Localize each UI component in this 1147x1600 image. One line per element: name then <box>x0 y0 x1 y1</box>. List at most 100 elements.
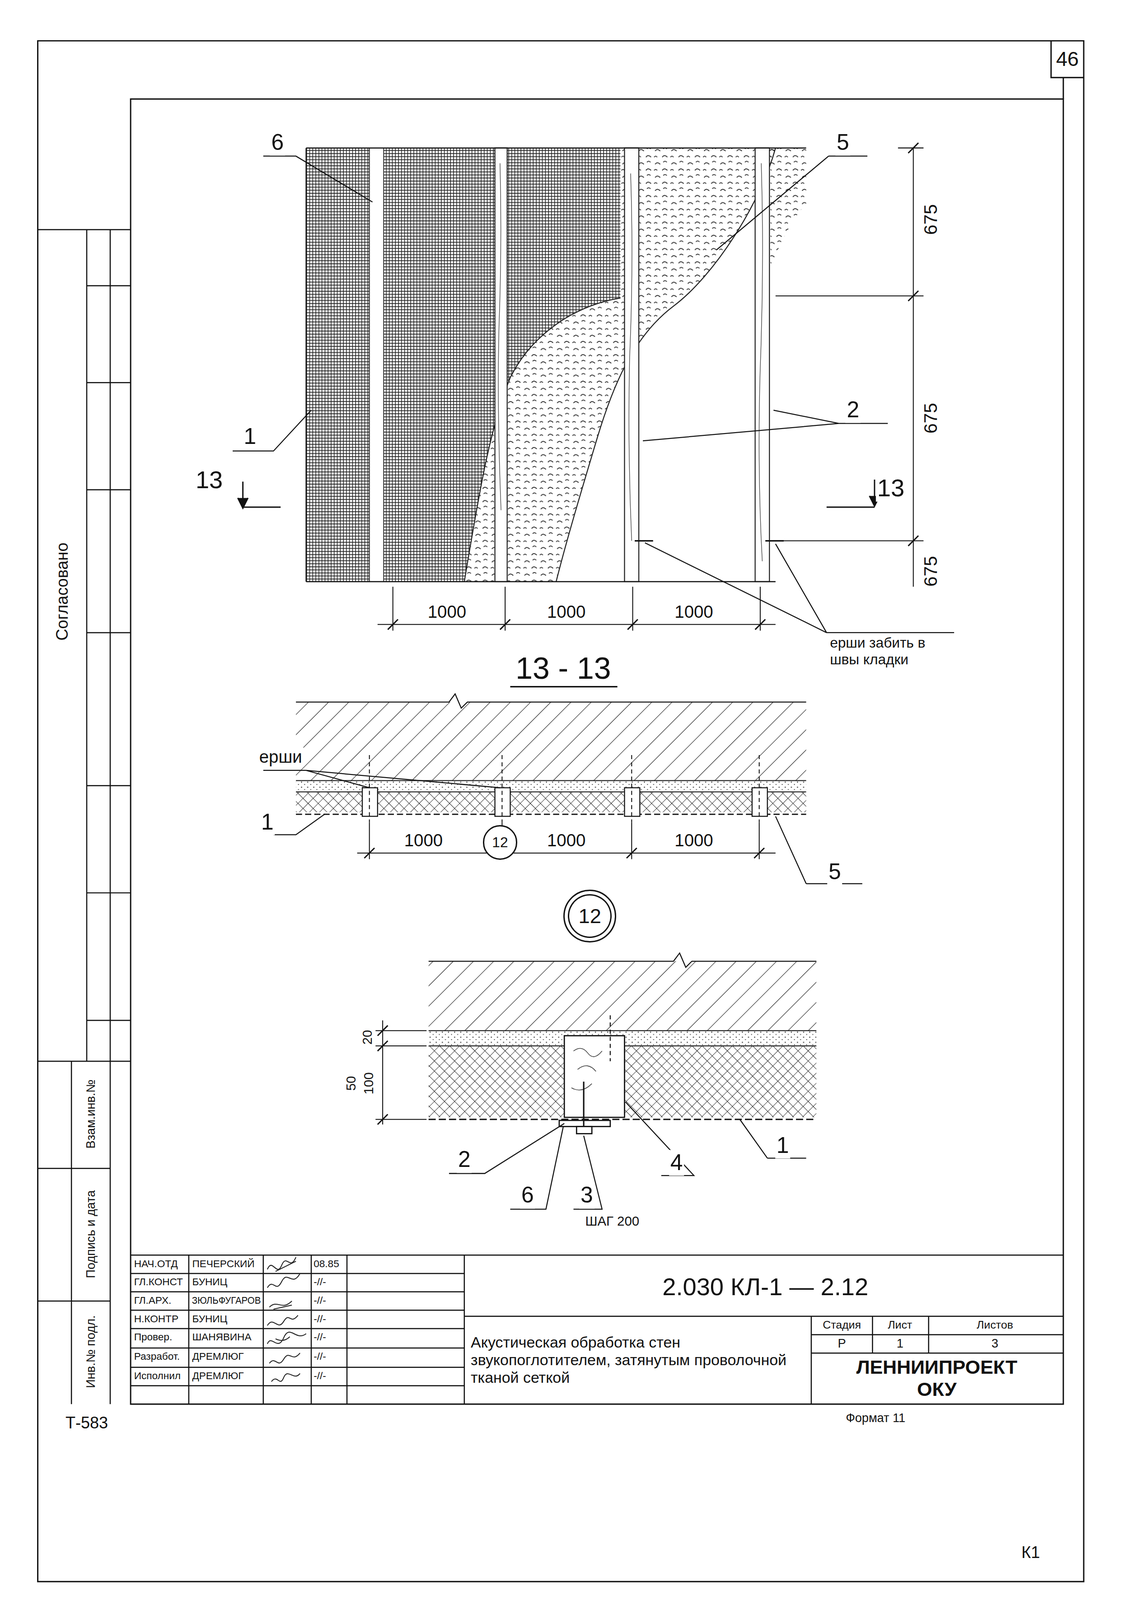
leader-lines <box>232 156 955 633</box>
battens <box>752 787 768 817</box>
dimension: 20 <box>359 1029 375 1047</box>
leader-lines <box>263 156 373 203</box>
title-block-text: Акустическая обработка стен звукопоглоти… <box>469 1334 809 1387</box>
dimension: 1000 <box>402 830 445 851</box>
stamp-label: Взам.инв.№ <box>83 1078 98 1151</box>
battens <box>362 787 768 817</box>
node-text: 12 <box>491 835 508 851</box>
cover-strip <box>559 1120 611 1128</box>
sheet-frame <box>130 98 1064 1405</box>
batten <box>564 1035 625 1118</box>
dimension-lines <box>775 148 924 588</box>
dimension: 675 <box>920 401 942 436</box>
dimension-lines <box>375 1020 427 1125</box>
section-title: 13 - 13 <box>514 650 613 687</box>
title-block-text: Разработ. <box>132 1351 182 1363</box>
dimension: 50 <box>343 1075 359 1093</box>
title-block-text: БУНИЦ <box>190 1276 229 1289</box>
mesh-post-edges <box>369 148 384 582</box>
title-block-text: -//- <box>312 1331 328 1344</box>
title-block-text: 1 <box>895 1336 905 1351</box>
detail-marker: 12 <box>563 889 617 944</box>
callout-number: 2 <box>456 1147 473 1174</box>
approval-stamp <box>37 229 132 1405</box>
title-block-text: -//- <box>312 1276 328 1289</box>
wall-break-line <box>428 953 817 968</box>
callout-number: 1 <box>775 1132 791 1159</box>
stamp-label: Подпись и дата <box>83 1189 98 1281</box>
title-block-text: 2.030 КЛ-1 — 2.12 <box>660 1272 870 1301</box>
title-block-text: БУНИЦ <box>190 1313 229 1326</box>
dimension: 1000 <box>673 602 715 623</box>
signatures <box>267 1273 300 1289</box>
title-block-text: 08.85 <box>312 1258 341 1271</box>
title-block-text: ГЛ.АРХ. <box>132 1295 174 1307</box>
battens <box>495 787 511 817</box>
wood-grain <box>498 163 763 562</box>
dimension: 1000 <box>673 830 715 851</box>
section-cut-marks <box>237 479 880 509</box>
title-block-text: Лист <box>886 1319 914 1333</box>
section-13-13 <box>263 694 863 885</box>
wood-grain <box>571 1048 603 1091</box>
section-cut-marks <box>243 482 281 508</box>
outline <box>306 148 807 582</box>
callout-number: 6 <box>270 130 286 156</box>
absorber-area <box>770 148 806 266</box>
sheet-frame <box>1062 77 1064 99</box>
dimension: 1000 <box>545 830 587 851</box>
battens <box>362 787 378 817</box>
callout-number: 2 <box>845 397 862 424</box>
section-cut-marks <box>826 479 875 508</box>
signatures <box>271 1373 300 1382</box>
title-block-text: Листов <box>975 1319 1015 1333</box>
callout-number: 6 <box>519 1183 536 1209</box>
title-block <box>130 1254 1064 1256</box>
title-block-text: Провер. <box>132 1331 174 1344</box>
title-block <box>130 1255 1064 1405</box>
approval-stamp <box>37 1061 132 1405</box>
approval-stamp <box>86 285 131 1021</box>
title-block-text: ДРЕМЛЮГ <box>190 1351 245 1363</box>
ruff-nails <box>369 755 760 823</box>
title-block <box>464 1316 1064 1405</box>
absorber-layer <box>624 1046 817 1118</box>
sheet-number-box: 46 <box>1051 40 1084 78</box>
signatures <box>269 1353 300 1364</box>
dimension: 1000 <box>426 602 468 623</box>
callout-number: 4 <box>669 1150 685 1177</box>
title-block-text: -//- <box>312 1313 328 1326</box>
title-block-text: ГЛ.КОНСТ <box>132 1276 185 1289</box>
title-block-text: 3 <box>990 1336 1000 1351</box>
title-block-text: НАЧ.ОТД <box>132 1258 180 1271</box>
node-text: 12 <box>578 906 602 927</box>
cut-edges <box>464 148 776 582</box>
screw <box>583 1081 585 1127</box>
section-mark: 13 <box>875 473 906 502</box>
absorber-layer <box>428 1046 565 1118</box>
absorber-area <box>464 148 776 582</box>
callout-number: 5 <box>827 859 843 886</box>
title-block-text: Р <box>836 1336 848 1351</box>
dimension: 100 <box>360 1071 377 1096</box>
leader-lines <box>645 543 955 633</box>
dimension: 675 <box>920 554 942 589</box>
stamp-label: Инв.№ подл. <box>83 1314 98 1390</box>
title-block-text: ДРЕМЛЮГ <box>190 1370 245 1383</box>
title-block-text: -//- <box>312 1295 328 1307</box>
title-block-text: Н.КОНТР <box>132 1313 180 1326</box>
ruff-nail <box>609 1015 611 1062</box>
dimension-lines <box>357 822 776 860</box>
sheet-frame <box>37 40 1084 1583</box>
callout-circle: 12 <box>482 825 518 861</box>
title-block-text: Формат 11 <box>844 1411 907 1426</box>
sheet-frame <box>37 40 1084 1583</box>
stamp-label: Согласовано <box>52 541 72 643</box>
callout-number: 1 <box>242 423 258 450</box>
dimension-lines <box>377 586 776 631</box>
leader-lines <box>232 410 312 451</box>
signatures <box>267 1332 307 1345</box>
signatures <box>269 1301 292 1310</box>
section-cut-marks <box>237 498 249 509</box>
signatures <box>267 1257 307 1383</box>
